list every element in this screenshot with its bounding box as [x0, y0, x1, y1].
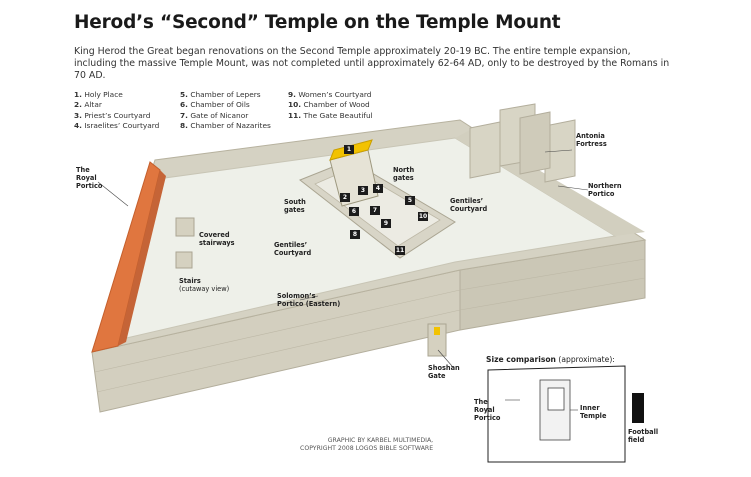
marker-8: 8 — [350, 230, 360, 239]
label-stairs-cutaway: (cutaway view) — [179, 285, 230, 293]
label-shoshan-gate: Shoshan Gate — [428, 364, 460, 380]
legend-column-1: 1. Holy Place 2. Altar 3. Priest’s Court… — [74, 90, 159, 132]
marker-4: 4 — [373, 184, 383, 193]
intro-paragraph: King Herod the Great began renovations o… — [74, 46, 670, 81]
covered-stairway — [175, 217, 195, 237]
marker-7: 7 — [370, 206, 380, 215]
marker-2: 2 — [340, 193, 350, 202]
label-antonia-fortress: Antonia Fortress — [576, 132, 607, 148]
size-comparison-diagram — [487, 365, 644, 463]
size-royal-portico-label: The Royal Portico — [474, 398, 501, 422]
credit-text: GRAPHIC BY KARBEL MULTIMEDIA, COPYRIGHT … — [300, 437, 434, 452]
legend-item: 8. Chamber of Nazarites — [180, 121, 271, 131]
legend-item: 3. Priest’s Courtyard — [74, 110, 151, 120]
stairs-cutaway — [175, 251, 193, 269]
label-northern-portico: Northern Portico — [588, 182, 622, 198]
label-gentiles-courtyard-left: Gentiles’ Courtyard — [274, 241, 312, 257]
label-solomons-portico: Solomon’s Portico (Eastern) — [277, 292, 341, 308]
marker-10: 10 — [418, 212, 428, 221]
legend-item: 2. Altar — [74, 100, 102, 110]
marker-5: 5 — [405, 196, 415, 205]
legend-item: 7. Gate of Nicanor — [180, 110, 249, 120]
legend-column-2: 5. Chamber of Lepers 6. Chamber of Oils … — [180, 90, 271, 132]
legend-item: 1. Holy Place — [74, 90, 123, 99]
marker-3: 3 — [358, 186, 368, 195]
label-covered-stairways: Covered stairways — [199, 231, 235, 247]
label-north-gates: North gates — [393, 166, 415, 182]
legend-item: 10. Chamber of Wood — [288, 100, 370, 110]
legend-item: 4. Israelites’ Courtyard — [74, 121, 160, 131]
legend-item: 9. Women’s Courtyard — [288, 90, 372, 99]
label-gentiles-courtyard-right: Gentiles’ Courtyard — [450, 197, 488, 213]
legend-column-3: 9. Women’s Courtyard 10. Chamber of Wood… — [288, 90, 373, 121]
size-football-field-label: Football field — [628, 428, 659, 444]
royal-portico-side — [118, 170, 166, 346]
page-title: Herod’s “Second” Temple on the Temple Mo… — [74, 12, 561, 33]
label-stairs: Stairs — [179, 277, 201, 285]
antonia-fortress — [469, 103, 576, 183]
shoshan-gate-structure — [427, 323, 447, 357]
label-south-gates: South gates — [284, 198, 306, 214]
label-royal-portico: The Royal Portico — [76, 166, 103, 190]
legend-item: 11. The Gate Beautiful — [288, 110, 373, 120]
size-inner-temple-label: Inner Temple — [580, 404, 607, 420]
marker-11: 11 — [395, 246, 405, 255]
legend-item: 5. Chamber of Lepers — [180, 90, 261, 99]
marker-6: 6 — [349, 207, 359, 216]
marker-9: 9 — [381, 219, 391, 228]
size-comparison-title: Size comparison (approximate): — [486, 355, 615, 364]
marker-1: 1 — [344, 145, 354, 154]
legend-item: 6. Chamber of Oils — [180, 100, 250, 110]
